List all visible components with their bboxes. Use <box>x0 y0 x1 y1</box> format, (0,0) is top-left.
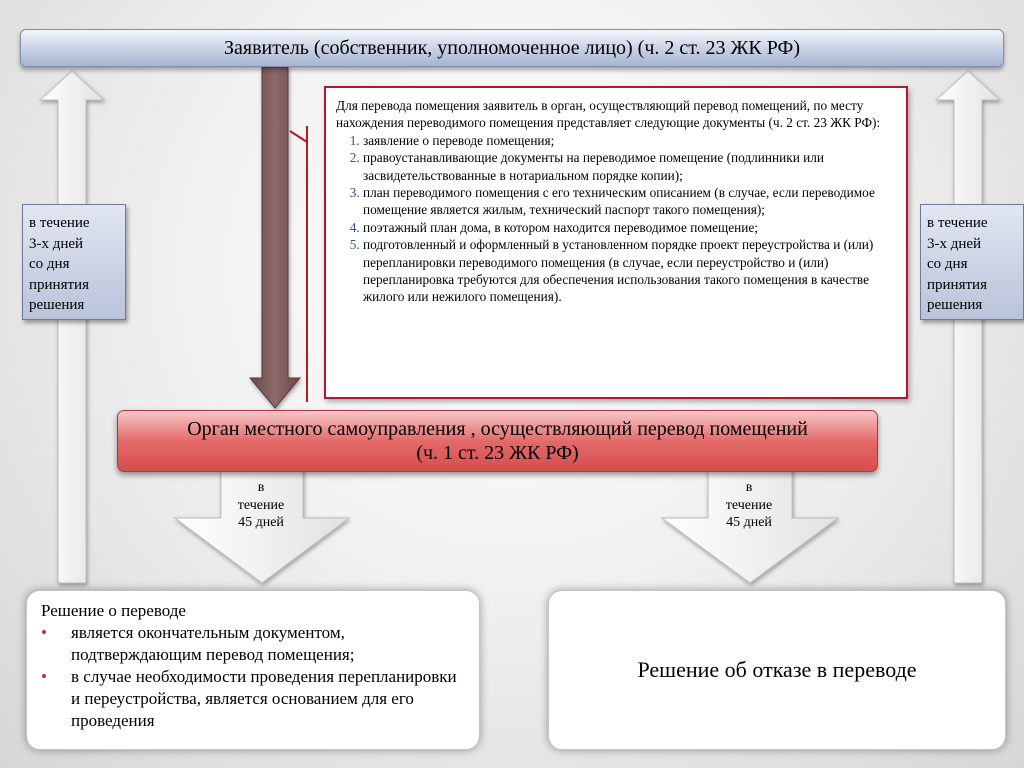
result-deny-box: Решение об отказе в переводе <box>548 590 1006 750</box>
bracket-tick <box>289 130 308 143</box>
notify-period-right: в течение 3-х дней со дня принятия решен… <box>920 204 1024 320</box>
period-line: течение <box>725 497 773 513</box>
result-approve-list: является окончательным документом, подтв… <box>41 622 465 732</box>
period-line: 45 дней <box>726 515 772 530</box>
submit-arrow-down <box>248 66 302 409</box>
period-line: течение <box>237 497 285 513</box>
up-arrow-left <box>38 70 106 584</box>
documents-intro: Для перевода помещения заявитель в орган… <box>336 98 881 131</box>
result-approve-box: Решение о переводе является окончательны… <box>26 590 480 750</box>
period-line: в течение <box>927 215 988 231</box>
period-line: 45 дней <box>238 515 284 530</box>
period-line: в <box>257 480 265 495</box>
applicant-header: Заявитель (собственник, уполномоченное л… <box>20 29 1004 67</box>
document-item: план переводимого помещения с его технич… <box>363 184 894 219</box>
result-approve-bullet: является окончательным документом, подтв… <box>41 622 465 666</box>
result-approve-bullet: в случае необходимости проведения перепл… <box>41 666 465 732</box>
period-line: принятия <box>29 276 89 293</box>
applicant-text: Заявитель (собственник, уполномоченное л… <box>223 36 801 59</box>
period-line: со дня <box>927 256 968 272</box>
up-arrow-right <box>934 70 1002 584</box>
document-item: правоустанавливающие документы на перево… <box>363 149 894 184</box>
period-line: в течение <box>29 215 90 231</box>
period-line: со дня <box>29 256 70 272</box>
document-item: заявление о переводе помещения; <box>363 132 894 149</box>
period-line: решения <box>29 297 85 313</box>
period-line: принятия <box>927 276 987 293</box>
organ-box: Орган местного самоуправления , осуществ… <box>117 410 878 472</box>
period-line: 3-х дней <box>29 235 84 252</box>
notify-period-left: в течение 3-х дней со дня принятия решен… <box>22 204 126 320</box>
organ-title: Орган местного самоуправления , осуществ… <box>187 418 808 440</box>
organ-reference: (ч. 1 ст. 23 ЖК РФ) <box>416 442 579 464</box>
document-item: поэтажный план дома, в котором находится… <box>363 219 894 236</box>
period-line: решения <box>927 297 983 313</box>
period-line: 3-х дней <box>927 235 982 252</box>
decision-period-right: в течение 45 дней <box>706 479 792 532</box>
result-deny-text: Решение об отказе в переводе <box>637 657 917 682</box>
documents-list: заявление о переводе помещения; правоуст… <box>336 132 894 306</box>
period-line: в <box>745 480 753 495</box>
decision-period-left: в течение 45 дней <box>218 479 304 532</box>
result-approve-title: Решение о переводе <box>41 601 186 620</box>
documents-box: Для перевода помещения заявитель в орган… <box>324 86 908 399</box>
document-item: подготовленный и оформленный в установле… <box>363 236 894 306</box>
